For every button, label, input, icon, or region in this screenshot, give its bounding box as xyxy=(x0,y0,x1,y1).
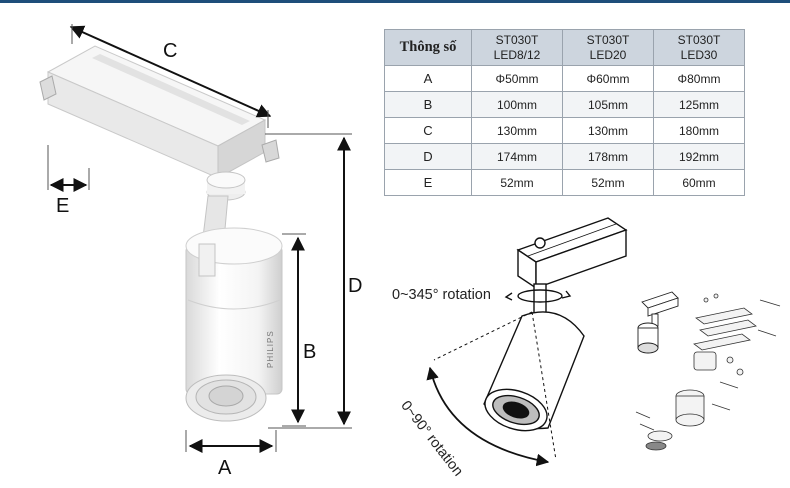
header-model-2-line2: LED20 xyxy=(589,47,627,62)
row-value: 130mm xyxy=(471,117,563,144)
row-value: 52mm xyxy=(471,169,563,196)
top-accent-bar xyxy=(0,0,790,3)
table-row: B 100mm 105mm 125mm xyxy=(384,91,745,118)
dim-label-e: E xyxy=(56,195,70,217)
row-value: Φ80mm xyxy=(653,65,745,92)
table-row: A Φ50mm Φ60mm Φ80mm xyxy=(384,65,745,92)
row-value: 192mm xyxy=(653,143,745,170)
exploded-parts-column xyxy=(635,293,781,451)
brand-mark: PHILIPS xyxy=(266,330,275,368)
row-value: 178mm xyxy=(562,143,654,170)
header-param: Thông số xyxy=(384,29,472,66)
dim-label-c: C xyxy=(163,40,178,62)
spotlight-body xyxy=(185,227,283,422)
dim-label-b: B xyxy=(303,341,317,363)
table-row: E 52mm 52mm 60mm xyxy=(384,169,745,196)
header-model-1-line1: ST030T xyxy=(495,32,539,47)
row-param: C xyxy=(384,117,472,144)
line-drawing-rotation xyxy=(426,217,628,467)
dim-label-d: D xyxy=(348,275,363,297)
row-value: 125mm xyxy=(653,91,745,118)
row-value: Φ60mm xyxy=(562,65,654,92)
dimension-lines xyxy=(47,24,352,453)
header-model-1-line2: LED8/12 xyxy=(493,47,541,62)
exploded-view-thumbnail xyxy=(637,291,679,354)
header-model-3-line2: LED30 xyxy=(680,47,718,62)
row-param: B xyxy=(384,91,472,118)
row-param: D xyxy=(384,143,472,170)
row-value: 174mm xyxy=(471,143,563,170)
table-row: D 174mm 178mm 192mm xyxy=(384,143,745,170)
header-model-2-line1: ST030T xyxy=(586,32,630,47)
header-model-3-line1: ST030T xyxy=(677,32,721,47)
dim-line-c xyxy=(69,25,272,118)
table-row: C 130mm 130mm 180mm xyxy=(384,117,745,144)
dim-label-a: A xyxy=(218,457,232,479)
row-value: Φ50mm xyxy=(471,65,563,92)
rotation-345-label: 0~345° rotation xyxy=(392,287,491,303)
row-value: 60mm xyxy=(653,169,745,196)
row-value: 100mm xyxy=(471,91,563,118)
row-value: 180mm xyxy=(653,117,745,144)
row-value: 130mm xyxy=(562,117,654,144)
row-value: 105mm xyxy=(562,91,654,118)
row-param: E xyxy=(384,169,472,196)
row-param: A xyxy=(384,65,472,92)
row-value: 52mm xyxy=(562,169,654,196)
